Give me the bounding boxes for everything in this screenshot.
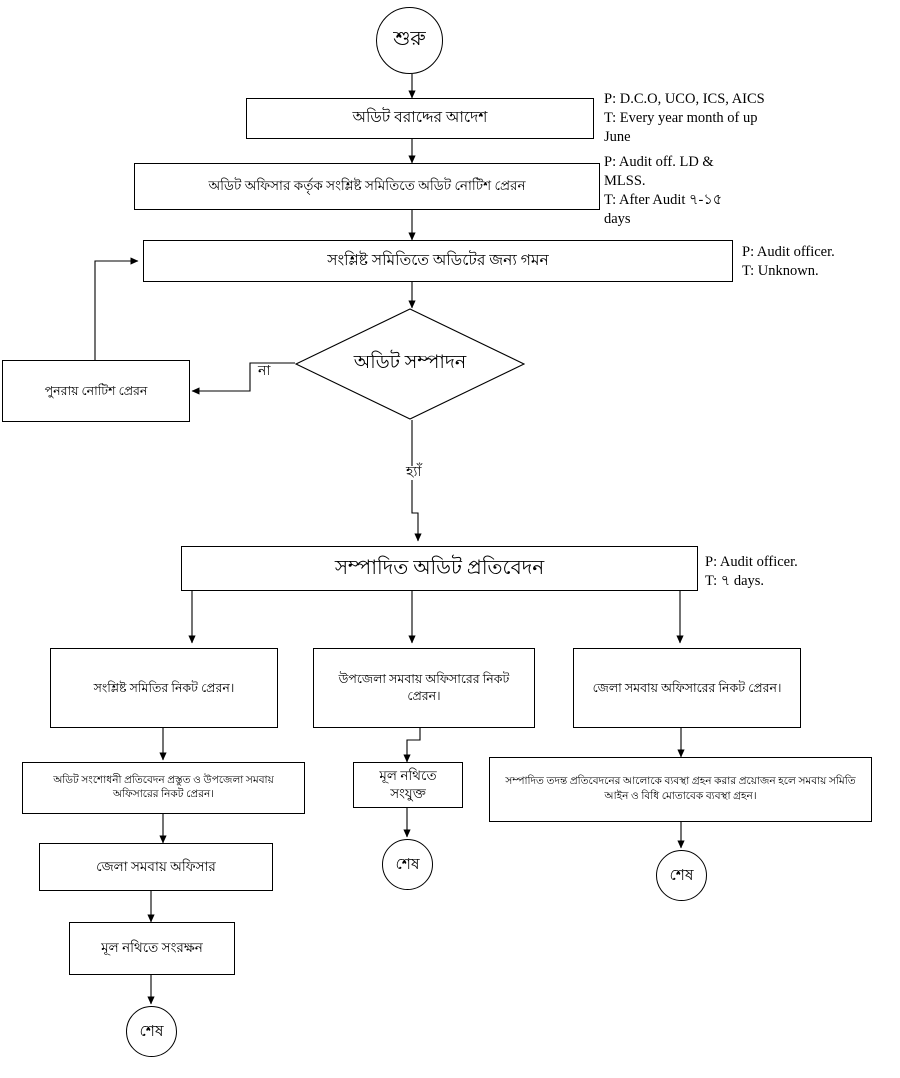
node-branch-district[interactable]: জেলা সমবায় অফিসারের নিকট প্রেরন।	[573, 648, 801, 728]
edge-label-yes: হ্যাঁ	[405, 465, 423, 480]
node-audit-order[interactable]: অডিট বরাদ্দের আদেশ	[246, 98, 594, 139]
node-audit-report-label: সম্পাদিত অডিট প্রতিবেদন	[334, 557, 545, 579]
node-start-label: শুরু	[393, 28, 426, 50]
node-preserve-file[interactable]: মূল নথিতে সংরক্ষন	[69, 922, 235, 975]
node-branch-upazila[interactable]: উপজেলা সমবায় অফিসারের নিকট প্রেরন।	[313, 648, 535, 728]
diamond-shape	[295, 308, 525, 420]
annotation-audit-order: P: D.C.O, UCO, ICS, AICS T: Every year m…	[604, 91, 765, 145]
node-resend-notice-label: পুনরায় নোটিশ প্রেরন	[44, 383, 148, 398]
node-start[interactable]: শুরু	[376, 7, 443, 74]
node-attach-file-label: মূল নথিতে সংযুক্ত	[379, 767, 437, 801]
node-end-left[interactable]: শেষ	[126, 1006, 177, 1057]
node-branch-upazila-label: উপজেলা সমবায় অফিসারের নিকট প্রেরন।	[338, 672, 510, 703]
node-legal-action[interactable]: সম্পাদিত তদন্ত প্রতিবেদনের আলোকে ব্যবস্থ…	[489, 757, 872, 822]
node-audit-done-decision[interactable]: অডিট সম্পাদন	[295, 308, 525, 420]
node-resend-notice[interactable]: পুনরায় নোটিশ প্রেরন	[2, 360, 190, 422]
node-go-for-audit-label: সংশ্লিষ্ট সমিতিতে অডিটের জন্য গমন	[327, 251, 549, 269]
node-legal-action-label: সম্পাদিত তদন্ত প্রতিবেদনের আলোকে ব্যবস্থ…	[505, 776, 856, 802]
node-end-middle-label: শেষ	[395, 855, 420, 873]
node-district-officer[interactable]: জেলা সমবায় অফিসার	[39, 843, 273, 891]
node-notice-send[interactable]: অডিট অফিসার কর্তৃক সংশ্লিষ্ট সমিতিতে অডি…	[134, 163, 600, 210]
annotation-notice-send: P: Audit off. LD & MLSS. T: After Audit …	[604, 154, 723, 227]
node-branch-society-label: সংশ্লিষ্ট সমিতির নিকট প্রেরন।	[93, 680, 235, 695]
node-go-for-audit[interactable]: সংশ্লিষ্ট সমিতিতে অডিটের জন্য গমন	[143, 240, 733, 282]
node-end-right[interactable]: শেষ	[656, 850, 707, 901]
node-end-left-label: শেষ	[139, 1022, 164, 1040]
node-correction-report[interactable]: অডিট সংশোধনী প্রতিবেদন প্রস্তুত ও উপজেলা…	[22, 762, 305, 814]
node-notice-send-label: অডিট অফিসার কর্তৃক সংশ্লিষ্ট সমিতিতে অডি…	[208, 178, 526, 194]
node-preserve-file-label: মূল নথিতে সংরক্ষন	[101, 940, 203, 956]
node-end-right-label: শেষ	[669, 866, 694, 884]
node-end-middle[interactable]: শেষ	[382, 839, 433, 890]
edge-label-no: না	[257, 364, 272, 379]
annotation-audit-report: P: Audit officer. T: ৭ days.	[705, 554, 798, 589]
node-audit-report[interactable]: সম্পাদিত অডিট প্রতিবেদন	[181, 546, 698, 591]
node-district-officer-label: জেলা সমবায় অফিসার	[96, 858, 216, 874]
node-attach-file[interactable]: মূল নথিতে সংযুক্ত	[353, 762, 463, 808]
node-branch-district-label: জেলা সমবায় অফিসারের নিকট প্রেরন।	[592, 680, 782, 695]
node-audit-order-label: অডিট বরাদ্দের আদেশ	[352, 109, 488, 127]
annotation-go-for-audit: P: Audit officer. T: Unknown.	[742, 244, 835, 279]
node-correction-report-label: অডিট সংশোধনী প্রতিবেদন প্রস্তুত ও উপজেলা…	[53, 774, 274, 800]
node-branch-society[interactable]: সংশ্লিষ্ট সমিতির নিকট প্রেরন।	[50, 648, 278, 728]
node-audit-done-label: অডিট সম্পাদন	[353, 352, 467, 373]
